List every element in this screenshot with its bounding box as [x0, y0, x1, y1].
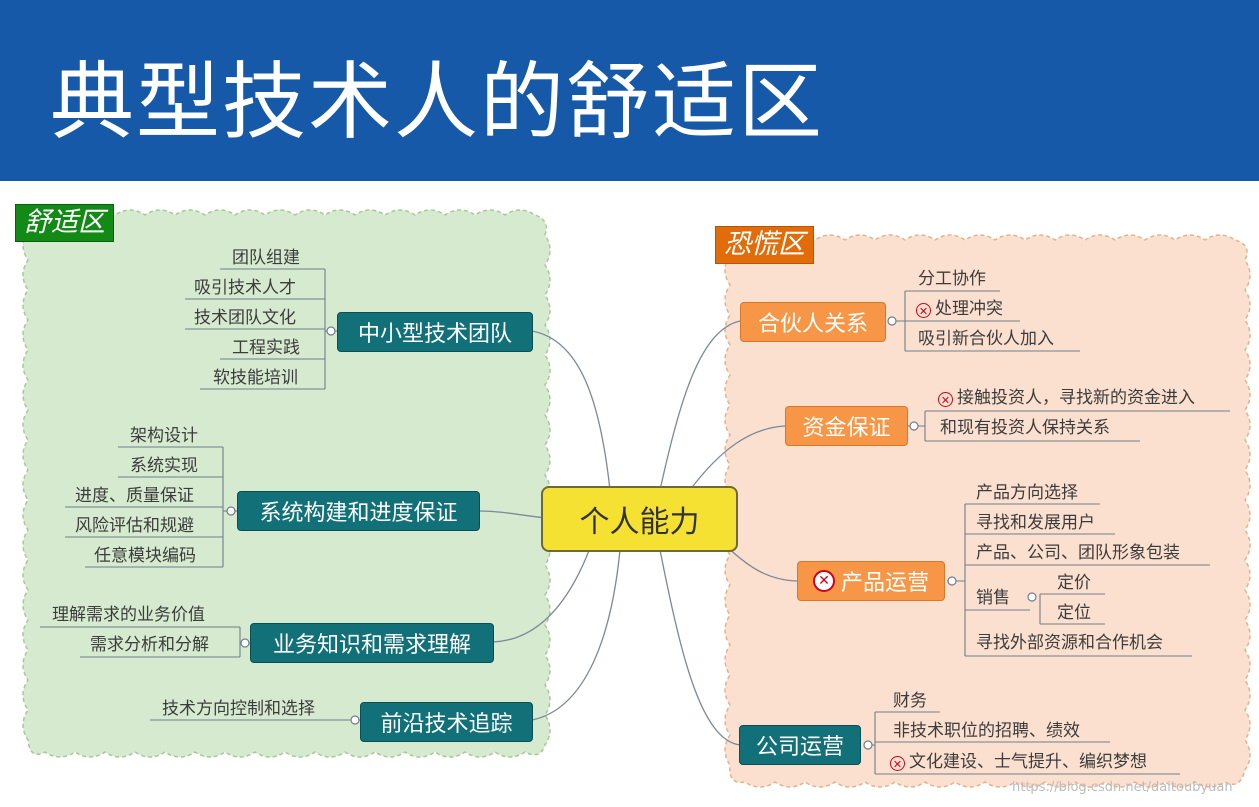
- leaf-positioning: 定位: [1057, 603, 1091, 623]
- main-connectors: [479, 320, 798, 746]
- branch-system-build[interactable]: 系统构建和进度保证: [237, 491, 480, 531]
- leaf-sales: 销售: [976, 588, 1010, 608]
- leaf-culture: ✕文化建设、士气提升、编织梦想: [890, 750, 1147, 774]
- branch-small-tech-team[interactable]: 中小型技术团队: [337, 312, 533, 352]
- leaf-find-users: 寻找和发展用户: [976, 513, 1095, 533]
- leaf-pricing: 定价: [1057, 573, 1091, 593]
- connector-left-1: [531, 330, 611, 491]
- panic-zone-label: 恐慌区: [715, 226, 814, 264]
- panic-zone-cloud: [723, 234, 1251, 788]
- leaf-tech-direction: 技术方向控制和选择: [162, 699, 315, 719]
- connector-left-4: [531, 549, 621, 721]
- leaf-team-culture: 技术团队文化: [194, 308, 296, 328]
- connector-dots: [226, 316, 1037, 750]
- leaf-team-building: 团队组建: [232, 248, 300, 268]
- leaf-schedule-quality: 进度、质量保证: [75, 486, 194, 506]
- leaf-keep-investors: 和现有投资人保持关系: [940, 418, 1110, 438]
- branch-product-operations-label: 产品运营: [840, 571, 929, 596]
- leaf-lines: [40, 268, 1230, 775]
- leaf-architecture: 架构设计: [130, 426, 198, 446]
- leaf-business-value: 理解需求的业务价值: [52, 605, 205, 625]
- leaf-system-impl: 系统实现: [130, 456, 198, 476]
- x-circle-icon: ✕: [916, 303, 931, 318]
- leaf-new-partner: 吸引新合伙人加入: [918, 329, 1054, 349]
- connector-right-4: [659, 549, 741, 746]
- branch-frontier-tech[interactable]: 前沿技术追踪: [360, 702, 533, 742]
- connector-left-3: [492, 547, 591, 643]
- title-banner: [0, 0, 1259, 181]
- leaf-division: 分工协作: [918, 269, 986, 289]
- watermark: https://blog.csdn.net/daitoubyuan: [1012, 780, 1233, 795]
- leaf-finance: 财务: [893, 691, 927, 711]
- leaf-external-resources: 寻找外部资源和合作机会: [976, 633, 1163, 653]
- leaf-any-module: 任意模块编码: [94, 546, 196, 566]
- leaf-product-direction: 产品方向选择: [976, 483, 1078, 503]
- connector-left-2: [479, 510, 546, 519]
- branch-partner-relations[interactable]: 合伙人关系: [740, 302, 886, 342]
- page-title: 典型技术人的舒适区: [50, 53, 825, 151]
- leaf-attract-talent: 吸引技术人才: [194, 278, 296, 298]
- leaf-image-packaging: 产品、公司、团队形象包装: [976, 543, 1180, 563]
- leaf-contact-investors: ✕接触投资人，寻找新的资金进入: [938, 386, 1195, 410]
- x-circle-icon: ✕: [812, 570, 835, 592]
- leaf-hiring: 非技术职位的招聘、绩效: [893, 721, 1080, 741]
- leaf-engineering-practice: 工程实践: [232, 338, 300, 358]
- connector-right-2: [689, 425, 786, 491]
- x-circle-icon: ✕: [938, 392, 953, 407]
- branch-product-operations[interactable]: ✕产品运营: [797, 561, 945, 601]
- leaf-requirement-analysis: 需求分析和分解: [90, 635, 209, 655]
- branch-business-knowledge[interactable]: 业务知识和需求理解: [250, 623, 494, 663]
- connector-right-1: [659, 320, 741, 491]
- leaf-conflict: ✕处理冲突: [916, 297, 1003, 321]
- leaf-soft-skills: 软技能培训: [213, 368, 298, 388]
- x-circle-icon: ✕: [890, 756, 905, 771]
- leaf-risk: 风险评估和规避: [75, 516, 194, 536]
- center-node[interactable]: 个人能力: [541, 486, 738, 552]
- branch-funding[interactable]: 资金保证: [785, 406, 908, 446]
- branch-company-operations[interactable]: 公司运营: [739, 725, 861, 765]
- comfort-zone-label: 舒适区: [15, 204, 114, 242]
